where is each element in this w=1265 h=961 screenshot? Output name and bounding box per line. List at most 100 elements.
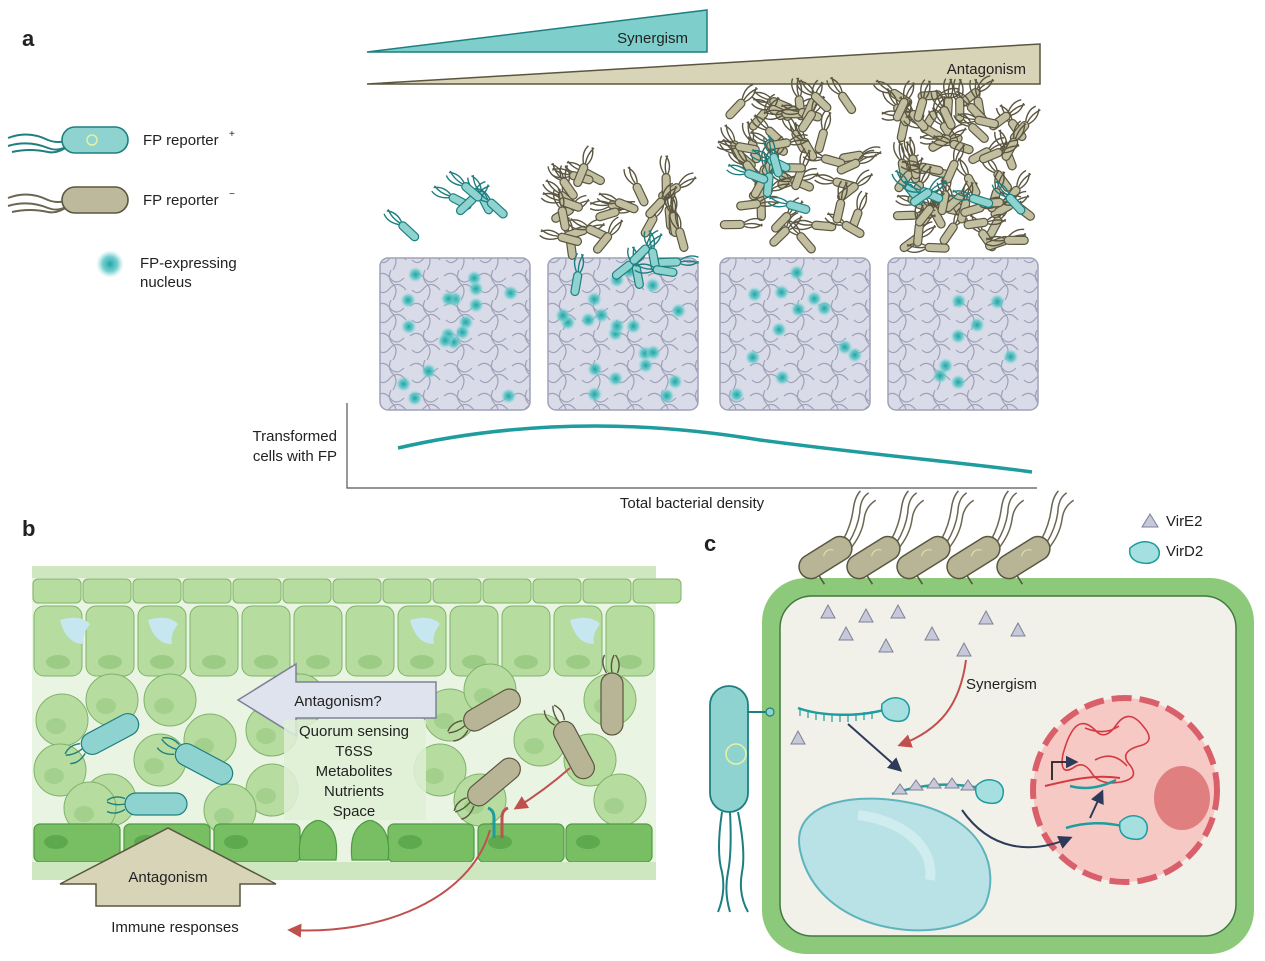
bacterium-fp-neg (906, 242, 950, 254)
perception-arrow (513, 767, 571, 810)
bacterium-fp-neg (1001, 120, 1027, 161)
fp-nucleus (744, 349, 761, 366)
fp-nucleus (637, 357, 654, 374)
bacterium-fp-neg (913, 79, 932, 122)
bacterium-fp-neg (963, 213, 1007, 230)
bacterium-fp-neg (600, 654, 624, 736)
legend-reporter-pos-label: FP reporter (143, 132, 219, 149)
bacterium-fp-neg (453, 757, 521, 820)
upper-epidermis (32, 578, 682, 604)
fp-nucleus (437, 332, 454, 349)
promoter-arrow (1051, 755, 1079, 780)
factor-space: Space (333, 803, 376, 820)
axes (346, 403, 1037, 489)
vire2-legend-icon (1141, 513, 1159, 528)
bacterium-fp-neg (896, 490, 975, 585)
bacterium-fp-neg (978, 139, 1020, 164)
bacterium-fp-neg (447, 688, 521, 742)
bacterium-fp-neg (913, 203, 925, 247)
vire2-triangle (956, 641, 972, 657)
agrobacterium-teal (709, 685, 775, 913)
fp-nucleus (816, 300, 833, 317)
nucleolus (1154, 766, 1210, 830)
fp-nucleus (586, 291, 603, 308)
fp-nucleus (667, 373, 684, 390)
panel-b: b Antagonism? Quorum sensing T6SS Metabo… (22, 516, 682, 938)
panel-b-letter: b (22, 516, 35, 541)
fp-nucleus (467, 280, 484, 297)
bacterium-fp-pos (909, 176, 948, 207)
xlabel: Total bacterial density (620, 495, 765, 512)
integrated-tdna (1069, 778, 1117, 790)
fp-nucleus (608, 317, 625, 334)
fp-nucleus (500, 388, 517, 405)
synergism-c-label: Synergism (966, 676, 1037, 693)
bacterium-fp-pos (570, 252, 585, 297)
vire2-legend-label: VirE2 (1166, 513, 1202, 530)
immune-arrow (287, 829, 491, 938)
fp-nucleus (937, 357, 954, 374)
fp-nucleus (1002, 348, 1019, 365)
antagonism-b-label: Antagonism (128, 869, 207, 886)
chromatin (1061, 715, 1150, 784)
fp-nucleus (645, 344, 662, 361)
factor-quorum: Quorum sensing (299, 723, 409, 740)
factor-t6ss: T6SS (335, 743, 373, 760)
bacterium-fp-neg (796, 79, 832, 113)
vird2-legend-icon (1128, 541, 1161, 565)
fp-nucleus (400, 292, 417, 309)
fp-nucleus (467, 297, 484, 314)
fp-nucleus (969, 316, 986, 333)
tissue-block (379, 170, 531, 411)
bacteria-on-cell (798, 490, 1075, 585)
bacterium-fp-neg (573, 145, 595, 188)
bacterium-fp-neg (836, 149, 877, 175)
tissue-block (539, 145, 700, 411)
transformation-curve (397, 424, 1033, 474)
antagonism-label: Antagonism (947, 61, 1026, 78)
fp-nucleus (554, 307, 571, 324)
bacterium-fp-neg (798, 490, 877, 585)
vire2-triangle (978, 609, 994, 625)
fp-nucleus (771, 321, 788, 338)
bacterium-fp-neg (837, 169, 874, 202)
fp-nucleus (440, 290, 457, 307)
bacterium-fp-neg (592, 216, 624, 254)
bacterium-fp-pos (950, 189, 994, 208)
legend-nucleus-line1: FP-expressing (140, 255, 237, 272)
bacterium-fp-neg (669, 210, 689, 252)
nucleus-icon (96, 250, 124, 278)
panel-c-letter: c (704, 531, 716, 556)
antagonism-up-arrow (59, 827, 277, 907)
fp-nucleus (790, 301, 807, 318)
nuclear-envelope (1030, 695, 1220, 885)
host-dna (1044, 775, 1121, 787)
vire2-triangle (878, 637, 894, 653)
vire2-proteins (790, 603, 1026, 745)
legend-reporter-pos-sup: + (229, 129, 235, 140)
bacterium-fp-neg (725, 83, 758, 120)
panel-a-letter: a (22, 26, 35, 51)
ylabel-line1: Transformed (253, 428, 337, 445)
synergism-arrow (897, 659, 967, 748)
fp-nucleus (420, 363, 437, 380)
bacterium-fp-pos (445, 170, 483, 202)
fp-nucleus (395, 376, 412, 393)
antagonism-wedge (366, 43, 1041, 85)
tdna-complex (891, 777, 1005, 805)
vire2-triangle (924, 625, 940, 641)
fp-nucleus (607, 370, 624, 387)
fp-nucleus (950, 374, 967, 391)
bacterium-fp-neg (826, 76, 857, 115)
bacterium-fp-neg (928, 123, 967, 152)
vire2-triangle (890, 603, 906, 619)
fp-nucleus (788, 264, 805, 281)
trafficking-arrow-2 (961, 809, 1073, 849)
synergism-wedge (366, 9, 708, 53)
trafficking-arrow-1 (847, 723, 903, 772)
antagonism-question-label: Antagonism? (294, 693, 382, 710)
vire2-triangle (858, 607, 874, 623)
legend-reporter-neg-sup: − (229, 189, 235, 200)
tissue-block (716, 76, 882, 411)
